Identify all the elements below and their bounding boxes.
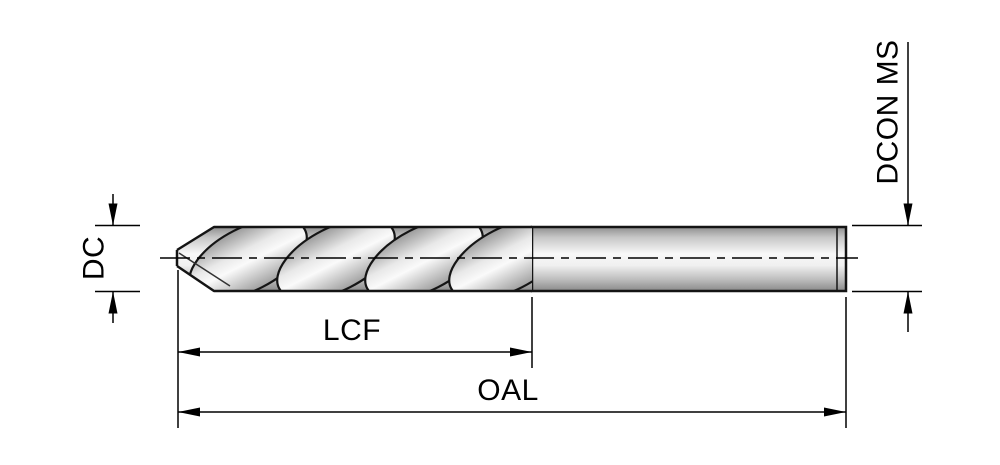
dcon-arrow-down-icon — [903, 203, 913, 226]
lcf-arrow-left-icon — [178, 347, 200, 357]
oal-arrow-right-icon — [824, 407, 846, 417]
flute-leaf — [276, 227, 396, 291]
flute-leaf — [364, 227, 484, 291]
dc-arrow-down-icon — [108, 203, 118, 226]
drill-bit — [175, 225, 848, 293]
oal-arrow-left-icon — [178, 407, 200, 417]
lcf-label: LCF — [323, 314, 381, 347]
dcon-arrow-up-icon — [903, 291, 913, 314]
lcf-dimension: LCF — [178, 297, 533, 368]
dcon-ms-label: DCON MS — [872, 39, 905, 184]
dc-arrow-up-icon — [108, 291, 118, 314]
oal-dimension: OAL — [177, 270, 847, 428]
dcon-ms-dimension: DCON MS — [852, 39, 922, 332]
lcf-arrow-right-icon — [510, 347, 532, 357]
drill-shank — [530, 225, 848, 293]
oal-label: OAL — [477, 374, 539, 407]
drill-fluted-body — [177, 227, 532, 291]
flute-leaf — [448, 227, 532, 291]
dc-label: DC — [78, 236, 111, 280]
dc-dimension: DC — [78, 194, 140, 323]
